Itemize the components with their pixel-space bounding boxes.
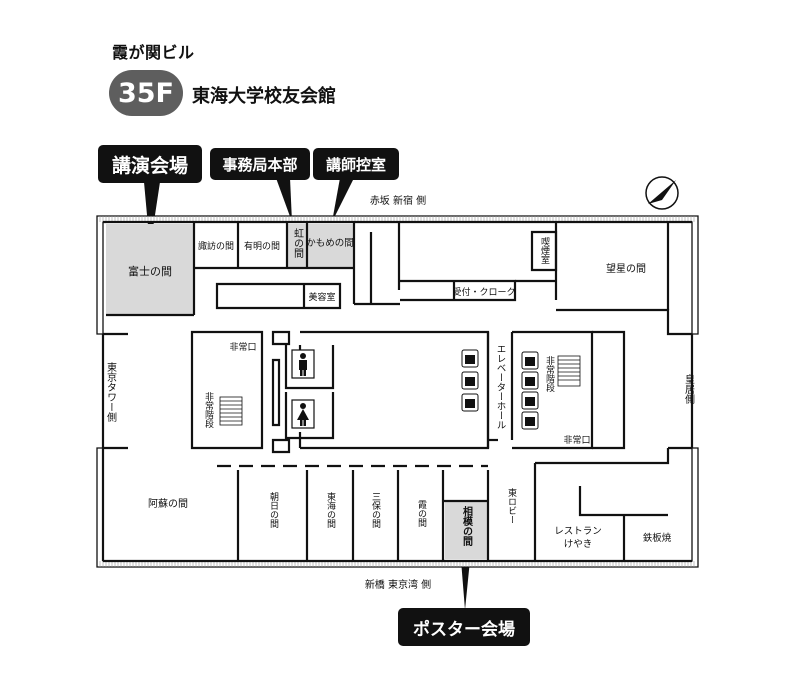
callout-tail-speaker-room	[332, 178, 354, 222]
stairs-right	[557, 355, 581, 387]
room-sagami: 相模の間	[461, 505, 473, 547]
room-fuji-fill	[106, 224, 194, 314]
room-niji-fill	[287, 224, 307, 268]
compass-icon	[645, 176, 679, 210]
room-asahi: 朝日の間	[268, 492, 279, 529]
stairs-left	[219, 396, 243, 426]
male-restroom-icon	[291, 349, 315, 379]
room-kitsuen: 喫煙室	[539, 236, 550, 264]
room-restaurant-line2: けやき	[564, 539, 593, 550]
room-bosei: 望星の間	[606, 262, 646, 275]
elevator-icon	[521, 351, 539, 370]
building-name: 霞が関ビル	[112, 43, 195, 62]
direction-top: 赤坂 新宿 側	[370, 194, 426, 207]
elevator-icon	[521, 411, 539, 430]
room-fuji: 富士の間	[128, 264, 172, 278]
callout-office: 事務局本部	[210, 148, 310, 180]
elevator-icon	[461, 371, 479, 390]
floor-name: 東海大学校友会館	[192, 86, 336, 107]
elevator-icon	[521, 371, 539, 390]
room-teppanyaki: 鉄板焼	[643, 532, 672, 544]
elevator-icon	[461, 393, 479, 412]
callout-tail-office	[276, 178, 292, 222]
room-ariake: 有明の間	[244, 240, 280, 252]
room-hijoguchi-right: 非常口	[563, 434, 590, 446]
room-kamome: かもめの間	[306, 238, 354, 249]
floor-badge: 35F	[109, 70, 183, 116]
room-niji: 虹の間	[292, 228, 304, 259]
walls	[101, 220, 694, 563]
room-restaurant-line1: レストラン	[554, 526, 602, 537]
room-elevator-hall: エレベーターホール	[495, 344, 507, 430]
room-miho: 三保の間	[370, 492, 381, 529]
callout-main-hall: 講演会場	[98, 145, 202, 183]
direction-right: 皇居側	[683, 373, 695, 404]
callout-poster-hall: ポスター会場	[398, 608, 530, 646]
direction-left: 東京タワー側	[105, 361, 117, 422]
room-tokai: 東海の間	[325, 491, 336, 529]
room-higashi-lobby: 東ロビー	[506, 487, 517, 524]
callout-speaker-room: 講師控室	[313, 148, 399, 180]
callout-tail-main-hall	[144, 182, 160, 248]
direction-bottom: 新橋 東京湾 側	[365, 578, 431, 591]
female-restroom-icon	[291, 399, 315, 429]
room-hijokaidan-right: 非常階段	[544, 355, 555, 393]
room-sagami-fill	[445, 501, 488, 559]
room-kasumi: 霞の間	[416, 500, 427, 528]
room-uketsuke: 受付・クローク	[452, 286, 515, 298]
elevator-icons	[461, 349, 539, 430]
room-biyoshitsu: 美容室	[308, 291, 335, 303]
elevator-icon	[461, 349, 479, 368]
room-kamome-fill	[308, 224, 353, 268]
callout-tail-poster-hall	[461, 560, 470, 610]
room-suwa: 諏訪の間	[198, 240, 234, 252]
elevator-icon	[521, 391, 539, 410]
room-hijokaidan-left: 非常階段	[203, 391, 214, 429]
room-aso: 阿蘇の間	[148, 497, 188, 510]
room-hijoguchi-left: 非常口	[229, 341, 256, 353]
